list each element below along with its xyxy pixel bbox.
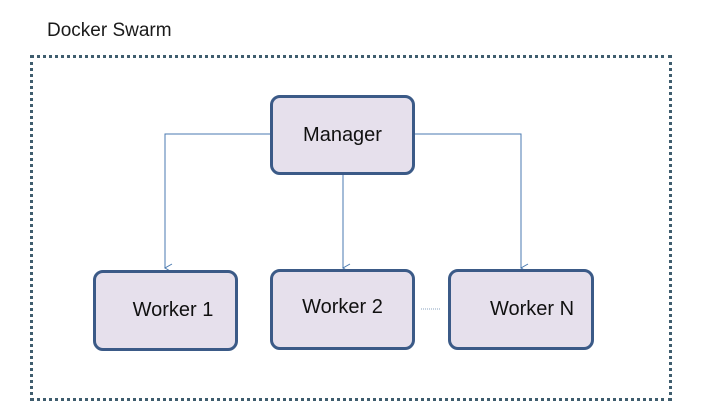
connector-manager-worker-1	[163, 133, 270, 273]
manager-node: Manager	[270, 95, 415, 175]
worker-2-label: Worker 2	[302, 296, 383, 318]
manager-label: Manager	[303, 123, 382, 146]
worker-1-node: Worker 1	[93, 270, 238, 351]
worker-2-node: Worker 2	[270, 269, 415, 350]
swarm-boundary	[30, 55, 672, 401]
diagram-title: Docker Swarm	[47, 20, 172, 41]
worker-1-label: Worker 1	[132, 299, 214, 321]
worker-n-label: Worker N	[489, 298, 575, 320]
connector-manager-worker-n	[415, 133, 529, 273]
worker-n-node: Worker N	[448, 269, 594, 350]
